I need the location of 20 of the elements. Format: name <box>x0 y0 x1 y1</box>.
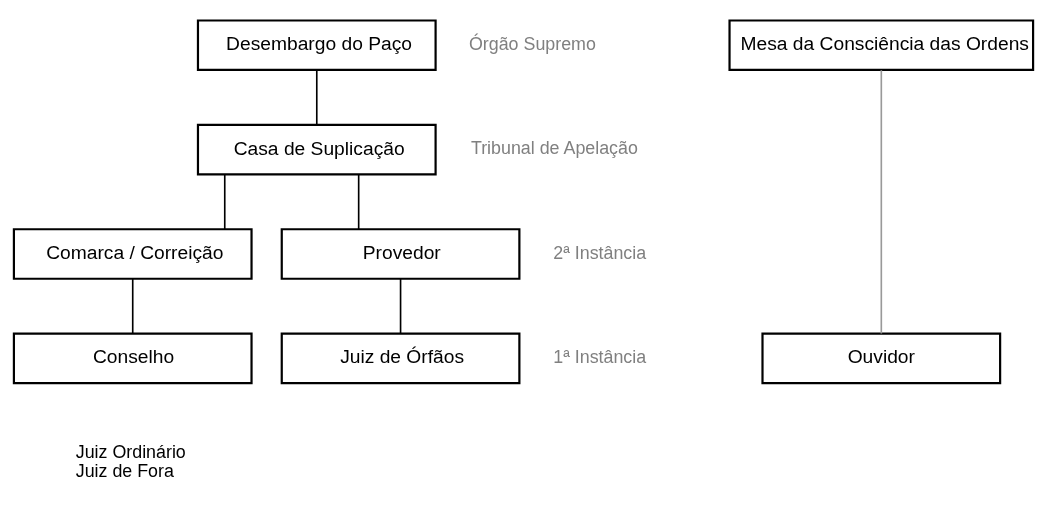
connector <box>131 277 134 334</box>
connector <box>880 69 883 334</box>
node-box: Ouvidor <box>761 332 1002 384</box>
node-label: 2ª Instância <box>553 242 647 263</box>
node-box: Casa de Suplicação <box>196 123 437 175</box>
node-box: Provedor <box>280 227 521 280</box>
node-box: Mesa da Consciência das Ordens <box>728 18 1035 71</box>
node-box: Juiz de Órfãos <box>280 332 521 384</box>
node-label: Órgão Supremo <box>468 33 596 54</box>
node-label: Juiz Ordinário <box>75 441 186 462</box>
node-box: Comarca / Correição <box>12 227 253 280</box>
connector <box>399 277 402 334</box>
connector <box>223 173 226 230</box>
node-box: Conselho <box>12 332 253 384</box>
node-box: Desembargo do Paço <box>196 18 437 71</box>
connector <box>315 68 318 125</box>
connector <box>357 173 360 230</box>
node-label: Juiz de Fora <box>75 460 174 481</box>
node-label: Tribunal de Apelação <box>470 137 638 158</box>
node-label: 1ª Instância <box>553 346 647 367</box>
